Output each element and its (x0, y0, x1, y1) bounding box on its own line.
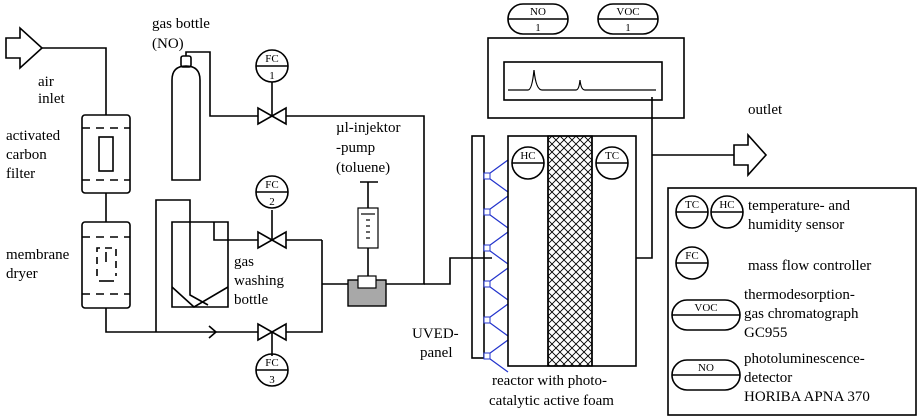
uv-led (483, 352, 491, 360)
svg-text:1: 1 (535, 22, 541, 34)
legend-no-symbol: NO (671, 359, 741, 391)
svg-text:TC: TC (605, 150, 619, 162)
flow-controller-fc3: FC 3 (255, 353, 289, 387)
svg-text:HC: HC (520, 150, 535, 162)
flow-controller-fc1: FC 1 (255, 49, 289, 83)
dryer-label-2: dryer (6, 266, 38, 282)
injector-syringe (357, 181, 379, 286)
gas-bottle-pipe (185, 51, 258, 117)
no-analyzer: NO 1 (507, 3, 569, 35)
svg-text:VOC: VOC (694, 302, 717, 314)
legend-no-text-2: detector (744, 370, 792, 386)
washing-bottle-outlet-pipe (213, 222, 258, 241)
injector-label-1: µl-injektor (336, 120, 400, 136)
legend-fc-text: mass flow controller (748, 258, 871, 274)
legend-voc-text-2: gas chromatograph (744, 306, 859, 322)
legend-sensor-text-2: humidity sensor (748, 217, 844, 233)
legend: TC HC temperature- and humidity sensor F… (667, 187, 917, 416)
analyzer-housing (487, 37, 685, 119)
gas-washing-bottle (171, 221, 229, 308)
filter-label-3: filter (6, 166, 35, 182)
uv-led (483, 244, 491, 252)
valve-fc2 (257, 210, 287, 250)
svg-text:VOC: VOC (616, 6, 639, 18)
uv-led (483, 172, 491, 180)
svg-text:FC: FC (265, 179, 278, 191)
svg-text:1: 1 (625, 22, 631, 34)
legend-no-text-1: photoluminescence- (744, 351, 865, 367)
flow-controller-fc2: FC 2 (255, 175, 289, 209)
svg-text:NO: NO (698, 362, 714, 374)
svg-text:HC: HC (719, 199, 734, 211)
legend-voc-text-1: thermodesorption- (744, 287, 855, 303)
reactor-label-1: reactor with photo- (492, 373, 607, 389)
outlet-label: outlet (748, 102, 783, 118)
gas-bottle-label-1: gas bottle (152, 16, 210, 32)
uved-label-1: UVED- (412, 326, 459, 342)
legend-no-text-3: HORIBA APNA 370 (744, 389, 870, 405)
legend-tc-symbol: TC (675, 195, 709, 229)
svg-text:FC: FC (265, 53, 278, 65)
uved-panel (471, 135, 485, 359)
air-inlet-label: air (38, 74, 54, 90)
valve-fc1 (257, 82, 287, 126)
flow-direction-arrow (208, 325, 218, 339)
valve-fc3 (257, 322, 287, 356)
injector-label-2: -pump (336, 140, 375, 156)
gas-bottle-no (171, 55, 201, 181)
uv-led (483, 316, 491, 324)
vessel-to-reactor-pipe (424, 257, 492, 285)
svg-text:3: 3 (269, 374, 275, 386)
fc1-to-reactor-pipe (286, 115, 425, 285)
legend-hc-symbol: HC (710, 195, 744, 229)
svg-text:1: 1 (269, 70, 275, 82)
inlet-pipe (42, 47, 107, 115)
membrane-dryer (81, 221, 131, 309)
filter-label-1: activated (6, 128, 61, 144)
svg-text:FC: FC (265, 357, 278, 369)
uv-light-rays (483, 159, 509, 373)
temperature-sensor: TC (595, 146, 629, 180)
svg-text:FC: FC (685, 250, 698, 262)
outlet-arrow (733, 132, 768, 178)
uv-led (483, 208, 491, 216)
reactor-label-2: catalytic active foam (489, 393, 614, 409)
uved-label-2: panel (420, 345, 452, 361)
svg-text:2: 2 (269, 196, 275, 208)
filter-label-2: carbon (6, 147, 47, 163)
humidity-sensor: HC (511, 146, 545, 180)
fc3-to-mixing-pipe (286, 240, 323, 333)
injection-vessel (347, 275, 387, 307)
activated-carbon-filter (81, 114, 131, 194)
washing-bottle-inlet-pipe (155, 199, 209, 332)
reactor (507, 135, 637, 367)
legend-voc-symbol: VOC (671, 299, 741, 331)
washing-label-1: gas (234, 254, 254, 270)
dryer-label-1: membrane (6, 247, 70, 263)
injector-label-3: (toluene) (336, 160, 390, 176)
legend-sensor-text-1: temperature- and (748, 198, 851, 214)
air-inlet-arrow (5, 26, 44, 70)
washing-label-2: washing (234, 273, 284, 289)
svg-text:TC: TC (685, 199, 699, 211)
reactor-outlet-pipe (636, 97, 653, 259)
legend-voc-text-3: GC955 (744, 325, 787, 341)
air-inlet-label-2: inlet (38, 91, 65, 107)
svg-text:NO: NO (530, 6, 546, 18)
washing-label-3: bottle (234, 292, 269, 308)
uv-led (483, 280, 491, 288)
voc-analyzer: VOC 1 (597, 3, 659, 35)
legend-fc-symbol: FC (675, 246, 709, 280)
dryer-outlet-pipe (105, 308, 258, 333)
gas-bottle-label-2: (NO) (152, 36, 184, 52)
